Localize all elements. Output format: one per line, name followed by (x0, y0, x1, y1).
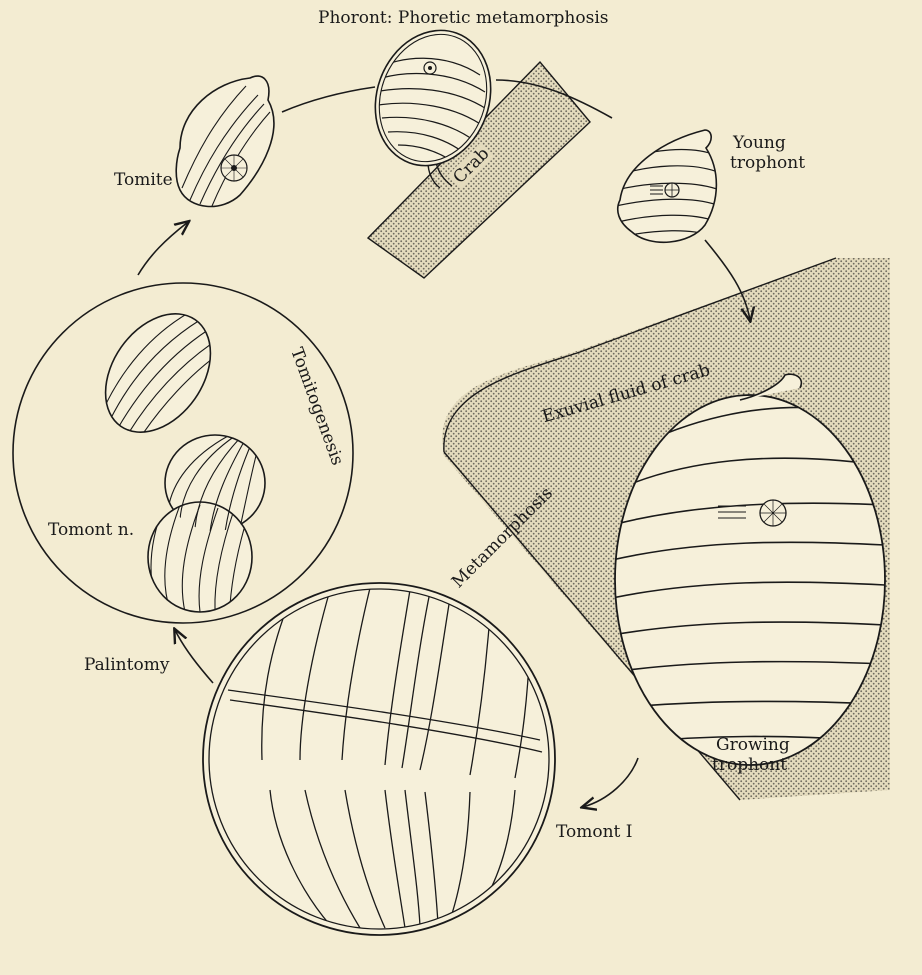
label-palintomy: Palintomy (84, 655, 169, 675)
tomont-1-cell (203, 583, 555, 935)
label-growing-trophont-line2: trophont (712, 755, 787, 775)
arrow-to-tomite (138, 222, 188, 275)
label-young-trophont-line2: trophont (730, 153, 805, 173)
label-growing-trophont-line1: Growing (716, 735, 790, 755)
young-trophont-cell (616, 130, 720, 242)
arrow-to-tomont-n (175, 630, 213, 683)
label-young-trophont-line1: Young (733, 133, 786, 153)
label-tomite: Tomite (114, 170, 173, 190)
label-tomont-1: Tomont I (556, 822, 633, 842)
tomite-cell (176, 76, 274, 206)
label-tomont-n: Tomont n. (48, 520, 134, 540)
arrow-to-tomont (583, 758, 638, 807)
tomont-n-cells (84, 294, 265, 612)
title-phoront: Phoront: Phoretic metamorphosis (318, 8, 608, 28)
